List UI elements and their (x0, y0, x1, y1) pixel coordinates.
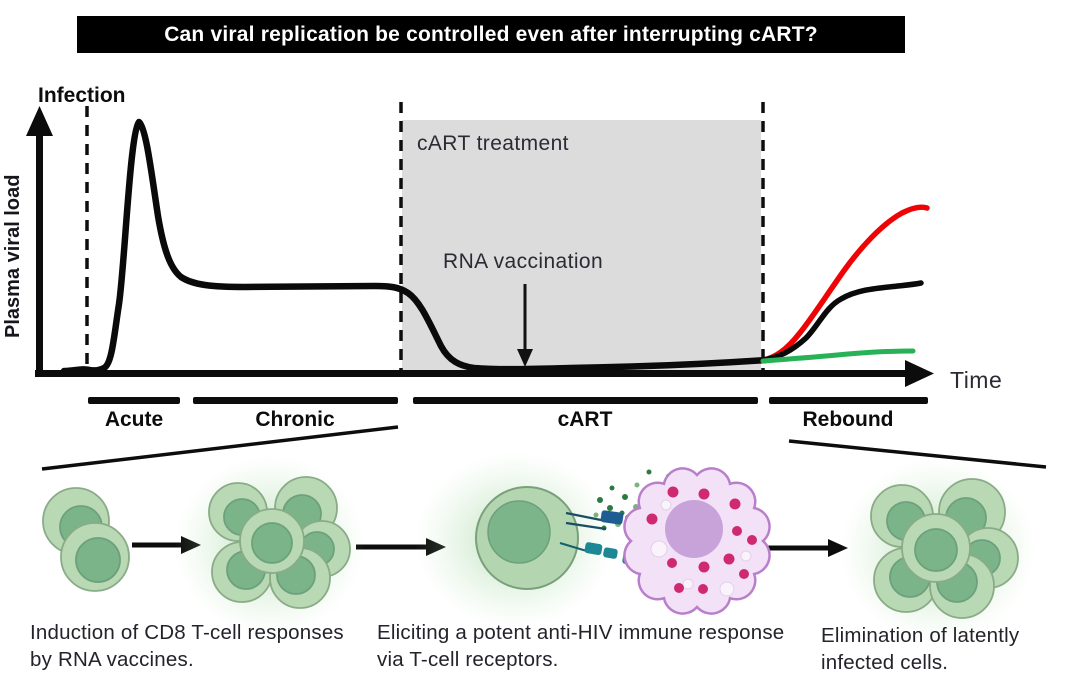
axes (26, 106, 934, 387)
zoom-connector-right (788, 439, 1047, 469)
title-text: Can viral replication be controlled even… (164, 22, 818, 46)
cart-treatment-label: cART treatment (417, 132, 569, 155)
phase-bar-cart (413, 397, 758, 404)
rebound-curve-partial (760, 280, 924, 363)
phase-label-cart: cART (557, 408, 613, 431)
step3-caption: Elimination of latently infected cells. (821, 624, 1020, 674)
t-cell-killing-infected-cell-icon (415, 452, 771, 628)
infected-cell-icon (623, 467, 771, 615)
naive-t-cells-icon (42, 487, 130, 592)
eliminated-latent-cells-icon (840, 458, 1036, 642)
rna-vaccination-label: RNA vaccination (443, 250, 604, 273)
title-banner: Can viral replication be controlled even… (77, 16, 905, 53)
rebound-curve-controlled (760, 348, 916, 364)
phase-bar-rebound (769, 397, 928, 404)
y-axis-label: Plasma viral load (2, 174, 24, 338)
zoom-connector-left (41, 425, 399, 471)
x-axis-line (35, 370, 907, 377)
cart-treatment-region (402, 120, 761, 371)
viral-load-curve (60, 118, 770, 375)
phase-bars (88, 397, 928, 404)
x-axis-label: Time (950, 367, 1003, 393)
expanded-t-cell-cluster-icon (175, 455, 365, 635)
event-dashed-lines (85, 102, 765, 370)
infection-label: Infection (38, 84, 126, 107)
step1-caption: Induction of CD8 T-cell responses by RNA… (30, 621, 344, 671)
rna-vaccination-arrow-icon (517, 284, 533, 367)
phase-label-chronic: Chronic (255, 408, 335, 431)
x-axis-arrowhead-icon (905, 360, 934, 387)
phase-label-rebound: Rebound (802, 408, 894, 431)
rebound-curve-uncontrolled (760, 204, 930, 363)
step2-caption: Eliciting a potent anti-HIV immune respo… (377, 621, 785, 671)
phase-bar-chronic (193, 397, 398, 404)
phase-label-acute: Acute (104, 408, 164, 431)
y-axis-line (36, 130, 43, 371)
phase-bar-acute (88, 397, 180, 404)
y-axis-arrowhead-icon (26, 106, 53, 136)
